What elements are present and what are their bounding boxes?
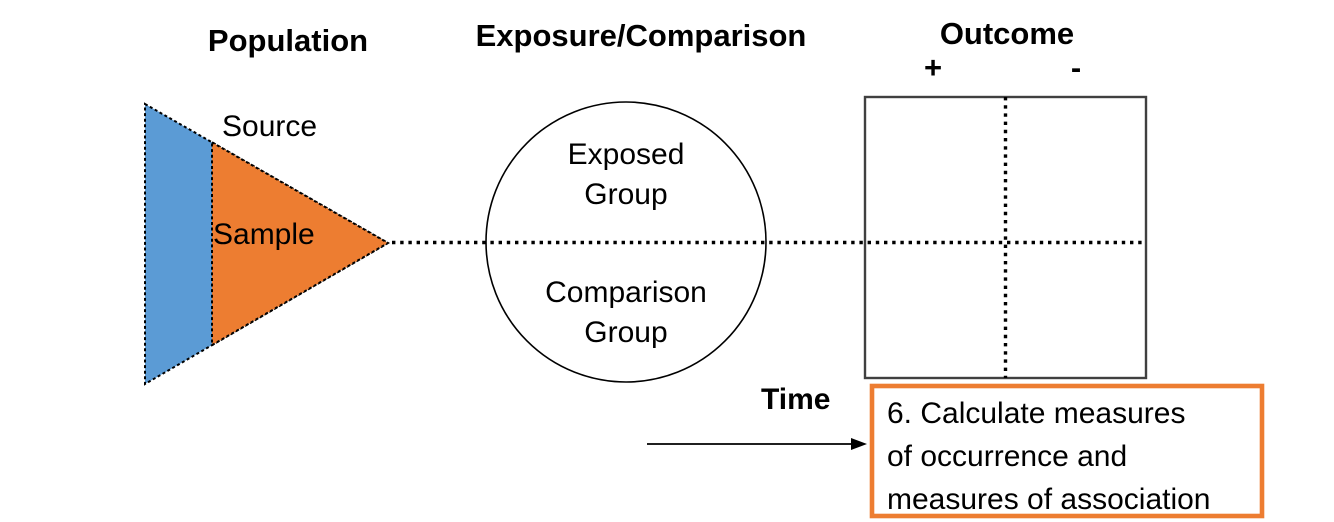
note-box-line2: of occurrence and (887, 440, 1128, 473)
comparison-group-label: Comparison Group (513, 273, 739, 353)
time-label: Time (761, 383, 831, 416)
outcome-heading: Outcome (939, 16, 1075, 51)
note-box-line3: measures of association (887, 483, 1211, 516)
source-label: Source (222, 110, 318, 143)
population-heading: Population (207, 23, 369, 58)
sample-triangle (211, 140, 391, 347)
note-box (869, 383, 1265, 519)
time-arrow (647, 438, 867, 450)
outcome-negative-sign: - (1070, 50, 1082, 85)
exposure-comparison-heading: Exposure/Comparison (475, 18, 807, 53)
sample-label: Sample (213, 218, 315, 251)
comparison-group-line2: Group (584, 316, 668, 349)
exposed-group-label: Exposed Group (526, 135, 726, 215)
exposed-group-line2: Group (584, 178, 668, 211)
exposure-circle (485, 101, 767, 383)
outcome-positive-sign: + (923, 50, 943, 85)
comparison-group-line1: Comparison (545, 276, 707, 309)
exposed-group-line1: Exposed (567, 138, 685, 171)
note-box-text: 6. Calculate measures of occurrence and … (887, 392, 1259, 521)
note-box-line1: 6. Calculate measures (887, 397, 1186, 430)
